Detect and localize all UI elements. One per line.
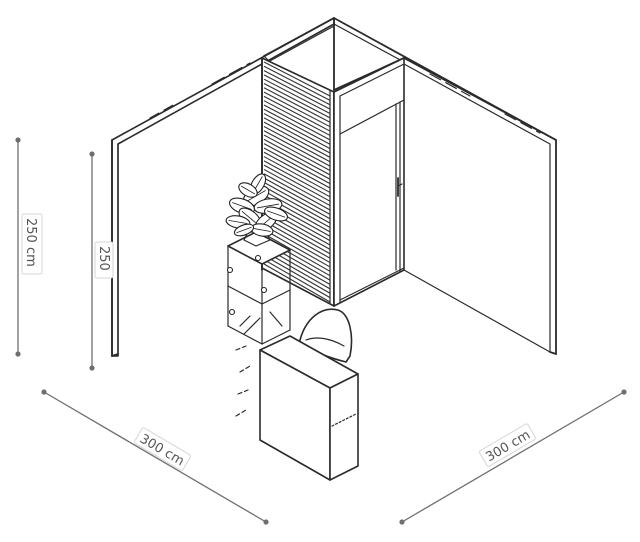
panel-slat — [263, 190, 331, 228]
leaf-vein — [241, 211, 259, 225]
panel-slat — [263, 83, 331, 119]
leaf-vein — [266, 210, 286, 218]
panel-slat — [263, 164, 331, 202]
panel-slat — [263, 95, 331, 132]
leaf-vein — [228, 219, 248, 225]
door-handle — [397, 177, 403, 197]
panel-slat — [263, 229, 331, 268]
leaf-vein — [232, 202, 252, 210]
door-wall — [333, 57, 405, 307]
panel-slat — [263, 104, 331, 141]
panel-slat — [263, 143, 331, 180]
leaf-vein — [240, 185, 256, 195]
panel-slat — [263, 263, 331, 303]
panel-slat — [263, 168, 331, 207]
panel-slat — [263, 220, 331, 259]
panel-slat — [263, 173, 331, 211]
panel-slat — [263, 134, 331, 171]
dimension-width-left: 300 cm — [41, 389, 269, 525]
dimension-height-inner: 250 — [89, 151, 114, 371]
panel-slat — [263, 87, 331, 123]
panel-slat — [263, 78, 331, 115]
potted-plant-icon — [225, 173, 289, 247]
panel-slat — [263, 259, 331, 299]
panel-slat — [263, 130, 331, 167]
height-outer-label: 250 cm — [23, 218, 38, 267]
panel-slat — [263, 121, 331, 158]
panel-slat — [263, 91, 331, 128]
dimension-height-outer: 250 cm — [15, 137, 43, 357]
panel-slat — [263, 74, 331, 110]
height-inner-label: 250 — [96, 246, 111, 271]
panel-slat — [263, 160, 331, 198]
panel-slat — [263, 61, 331, 97]
panel-slat — [263, 254, 331, 294]
panel-slat — [263, 147, 331, 185]
panel-slat — [263, 65, 331, 101]
slatted-panel — [261, 57, 335, 307]
panel-slat — [263, 151, 331, 189]
panel-slat — [263, 156, 331, 193]
panel-slat — [263, 233, 331, 272]
leaf-vein — [256, 203, 280, 209]
dimension-width-right: 300 cm — [399, 389, 627, 525]
panel-slat — [263, 224, 331, 264]
panel-slat — [263, 113, 331, 150]
right-wall — [403, 57, 557, 355]
storage-cabinet — [259, 335, 359, 481]
panel-slat — [263, 138, 331, 176]
panel-slat — [263, 70, 331, 106]
panel-slat — [263, 108, 331, 145]
panel-slat — [263, 186, 331, 224]
leaf-vein — [253, 228, 271, 232]
leaf-vein — [236, 226, 252, 234]
panel-slat — [263, 117, 331, 154]
panel-slat — [263, 177, 331, 215]
panel-slat — [263, 125, 331, 163]
panel-slat — [263, 100, 331, 136]
panel-slat — [263, 181, 331, 220]
